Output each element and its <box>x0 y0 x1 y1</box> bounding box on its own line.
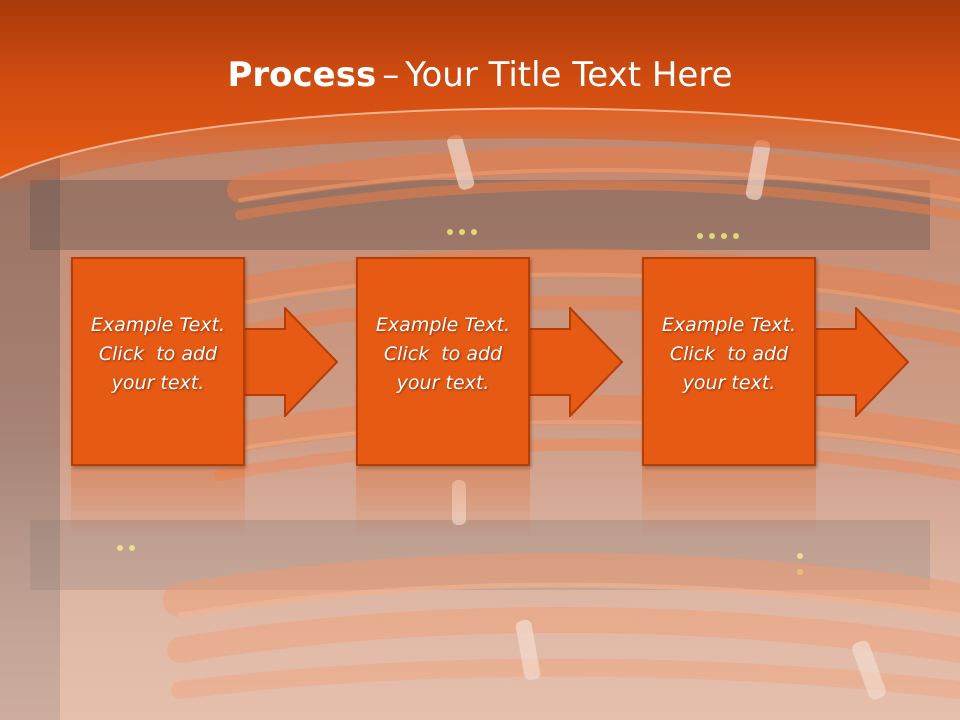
step-line: your text. <box>396 372 490 394</box>
process-step-3[interactable]: Example Text. Click to add your text. <box>642 257 816 466</box>
process-step-1[interactable]: Example Text. Click to add your text. <box>71 257 245 466</box>
step-line: Click to add <box>383 343 503 365</box>
step-line: Example Text. <box>375 314 511 336</box>
arrow-right-icon <box>814 307 910 417</box>
header-band <box>0 0 960 198</box>
step-line: Example Text. <box>90 314 226 336</box>
title-bold-text: Process <box>227 55 377 95</box>
process-step-2[interactable]: Example Text. Click to add your text. <box>356 257 530 466</box>
step-text[interactable]: Example Text. Click to add your text. <box>358 311 528 398</box>
step-line: Click to add <box>669 343 789 365</box>
step-line: your text. <box>682 372 776 394</box>
title-separator: – <box>382 55 400 95</box>
arrow-right-icon <box>243 307 339 417</box>
arrow-right-icon <box>528 307 624 417</box>
slide-title[interactable]: Process–Your Title Text Here <box>0 54 960 96</box>
step-text[interactable]: Example Text. Click to add your text. <box>73 311 243 398</box>
step-line: Click to add <box>98 343 218 365</box>
step-reflection <box>356 468 530 538</box>
step-text[interactable]: Example Text. Click to add your text. <box>644 311 814 398</box>
step-reflection <box>71 468 245 538</box>
step-line: your text. <box>111 372 205 394</box>
title-rest-text: Your Title Text Here <box>405 55 733 95</box>
step-line: Example Text. <box>661 314 797 336</box>
step-reflection <box>642 468 816 538</box>
